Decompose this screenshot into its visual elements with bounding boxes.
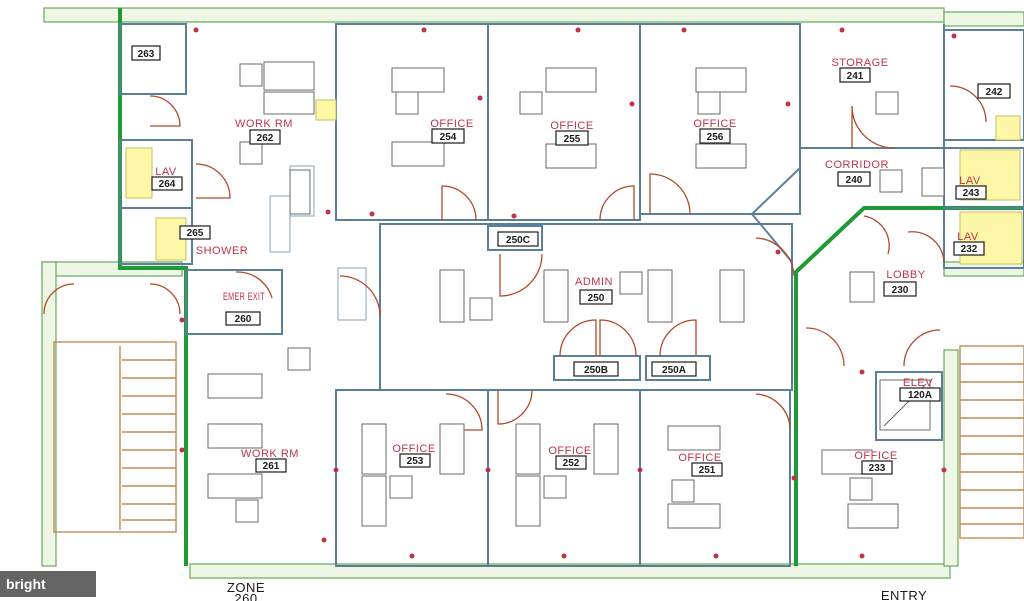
svg-text:LAV: LAV [959, 175, 981, 187]
svg-text:260: 260 [235, 314, 252, 325]
room-263: 263 [131, 45, 161, 61]
svg-text:OFFICE: OFFICE [548, 445, 591, 457]
svg-text:251: 251 [699, 465, 716, 476]
svg-text:WORK RM: WORK RM [235, 118, 293, 130]
svg-text:254: 254 [440, 132, 457, 143]
room-253: OFFICE 253 [392, 443, 435, 468]
svg-text:232: 232 [961, 244, 978, 255]
svg-text:LOBBY: LOBBY [886, 269, 925, 281]
svg-text:240: 240 [846, 175, 863, 186]
svg-text:ENTRY: ENTRY [881, 588, 927, 601]
watermark-logo: bright [0, 571, 96, 597]
svg-text:242: 242 [986, 87, 1003, 98]
room-120a: ELEV 120A [899, 377, 941, 402]
svg-text:OFFICE: OFFICE [854, 450, 897, 462]
room-251: OFFICE 251 [678, 452, 723, 477]
svg-text:LAV: LAV [957, 231, 979, 243]
svg-text:260: 260 [234, 591, 257, 601]
svg-text:253: 253 [407, 456, 424, 467]
room-230: LOBBY 230 [883, 269, 925, 297]
doors [43, 85, 987, 431]
room-256: OFFICE 256 [693, 118, 736, 144]
svg-text:120A: 120A [908, 390, 932, 401]
svg-text:WORK RM: WORK RM [241, 448, 299, 460]
svg-text:OFFICE: OFFICE [430, 118, 473, 130]
svg-text:241: 241 [847, 71, 864, 82]
exterior-walls [41, 7, 1024, 579]
room-264: LAV 264 [151, 166, 183, 191]
room-250b: 250B [573, 361, 619, 377]
svg-text:264: 264 [159, 179, 176, 190]
svg-text:ADMIN: ADMIN [575, 276, 613, 288]
svg-text:OFFICE: OFFICE [550, 120, 593, 132]
svg-text:ELEV: ELEV [903, 377, 933, 389]
room-265: 265 SHOWER [179, 225, 249, 257]
svg-text:SHOWER: SHOWER [196, 245, 249, 257]
svg-text:250C: 250C [506, 235, 530, 246]
room-260: EMER EXIT 260 [223, 291, 265, 326]
svg-text:256: 256 [707, 132, 724, 143]
room-250c: 250C [497, 231, 539, 247]
room-261: WORK RM 261 [241, 448, 299, 473]
room-232: LAV 232 [953, 231, 985, 256]
room-252: OFFICE 252 [548, 445, 591, 470]
room-243: LAV 243 [955, 175, 987, 200]
svg-text:CORRIDOR: CORRIDOR [825, 159, 889, 171]
stairs-right [959, 345, 1024, 539]
room-250a: 250A [651, 361, 697, 377]
svg-text:255: 255 [564, 134, 581, 145]
svg-text:261: 261 [263, 461, 280, 472]
room-250: ADMIN 250 [575, 276, 613, 305]
room-255: OFFICE 255 [550, 120, 593, 146]
svg-text:250: 250 [588, 293, 605, 304]
svg-text:ZONE: ZONE [227, 580, 265, 595]
svg-text:243: 243 [963, 188, 980, 199]
svg-text:OFFICE: OFFICE [693, 118, 736, 130]
room-241: STORAGE 241 [831, 57, 888, 83]
svg-text:252: 252 [563, 458, 580, 469]
svg-text:262: 262 [257, 133, 274, 144]
svg-text:STORAGE: STORAGE [831, 57, 888, 69]
svg-text:LAV: LAV [155, 166, 177, 178]
svg-text:265: 265 [187, 228, 204, 239]
svg-text:OFFICE: OFFICE [392, 443, 435, 455]
svg-text:250B: 250B [584, 365, 608, 376]
svg-text:EMER EXIT: EMER EXIT [223, 291, 265, 303]
furniture [207, 61, 945, 529]
svg-text:263: 263 [138, 49, 155, 60]
entry-label: ENTRY [881, 588, 927, 601]
svg-text:230: 230 [892, 285, 909, 296]
zone-label: ZONE 260 [227, 580, 265, 601]
svg-text:233: 233 [869, 463, 886, 474]
svg-text:250A: 250A [662, 365, 686, 376]
room-254: OFFICE 254 [430, 118, 473, 144]
wall-markers [179, 27, 957, 559]
room-233: OFFICE 233 [854, 450, 897, 475]
room-labels: 263 WORK RM 262 OFFICE 254 OFFICE 255 OF… [131, 45, 1011, 601]
room-262: WORK RM 262 [235, 118, 293, 145]
room-240: CORRIDOR 240 [825, 159, 889, 187]
svg-text:OFFICE: OFFICE [678, 452, 721, 464]
room-242: 242 [977, 83, 1011, 99]
stairs-left [53, 341, 177, 533]
